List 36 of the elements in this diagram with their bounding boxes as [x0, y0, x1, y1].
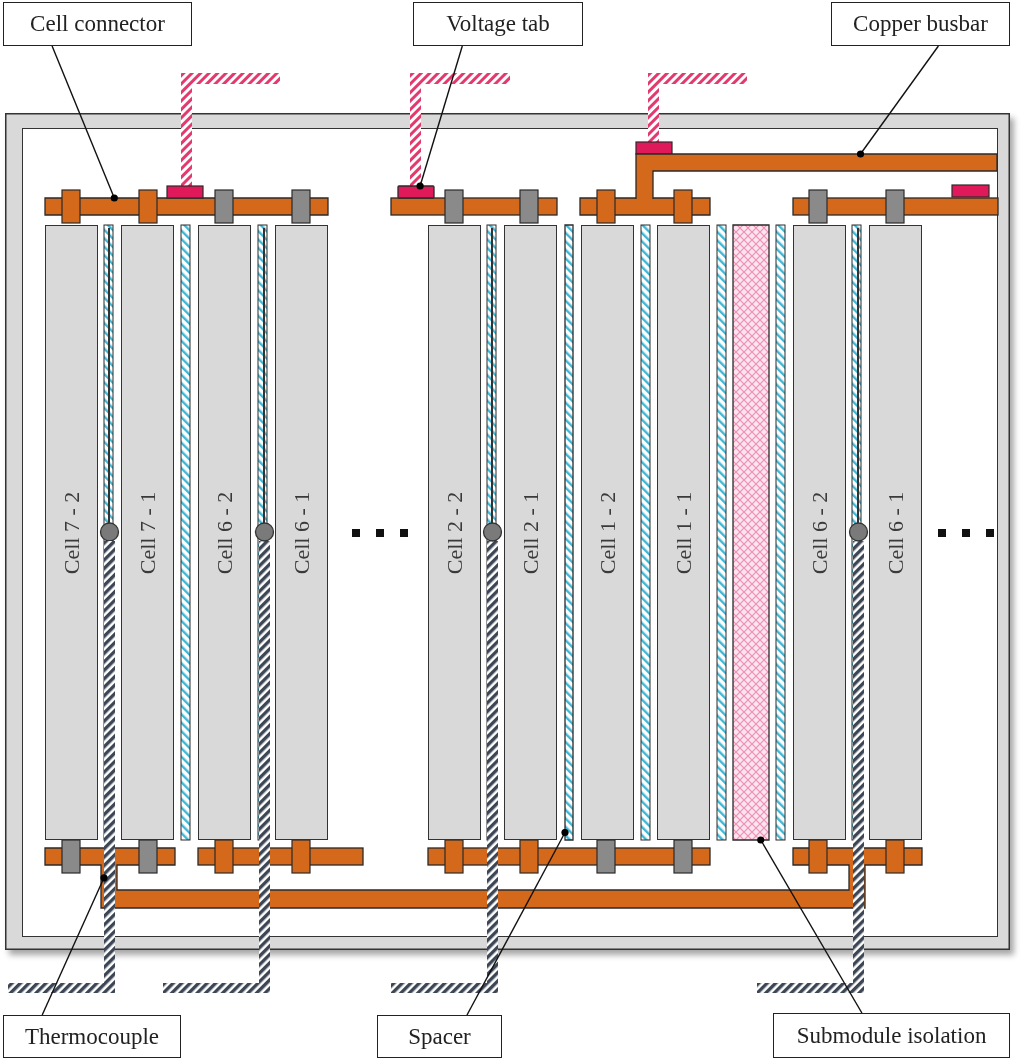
cell-label: Cell 6 - 2: [211, 491, 238, 574]
cell-label: Cell 1 - 1: [670, 491, 697, 574]
callout-label: Voltage tab: [413, 2, 583, 46]
copper-busbar: [636, 154, 997, 199]
leader-line: [41, 874, 108, 1016]
leader-line: [416, 45, 463, 190]
cell-label: Cell 6 - 1: [882, 491, 909, 574]
battery-cell: [581, 225, 634, 840]
cell-label: Cell 2 - 1: [517, 491, 544, 574]
battery-cell: [198, 225, 251, 840]
cell-label: Cell 1 - 2: [594, 491, 621, 574]
cell-label: Cell 6 - 2: [806, 491, 833, 574]
battery-cell: [504, 225, 557, 840]
callout-label: Submodule isolation: [773, 1013, 1010, 1058]
cell-label: Cell 6 - 1: [288, 491, 315, 574]
cell-label: Cell 7 - 1: [134, 491, 161, 574]
battery-cell: [869, 225, 922, 840]
battery-cell: [45, 225, 98, 840]
voltage-tab: [398, 186, 434, 198]
callout-label: Copper busbar: [831, 2, 1010, 46]
callout-label: Cell connector: [3, 2, 192, 46]
isolation-sheet: [733, 225, 769, 840]
leader-line: [757, 836, 863, 1014]
callout-label: Spacer: [377, 1015, 502, 1058]
callout-label: Thermocouple: [3, 1015, 181, 1058]
battery-cell: [428, 225, 481, 840]
battery-cell: [275, 225, 328, 840]
leader-line: [466, 828, 569, 1016]
leader-line: [51, 45, 118, 202]
battery-cell: [657, 225, 710, 840]
leader-line: [856, 45, 940, 158]
battery-cell: [121, 225, 174, 840]
spacer-strip: [565, 225, 573, 840]
cell-label: Cell 7 - 2: [58, 491, 85, 574]
battery-cell: [793, 225, 846, 840]
cell-label: Cell 2 - 2: [441, 491, 468, 574]
